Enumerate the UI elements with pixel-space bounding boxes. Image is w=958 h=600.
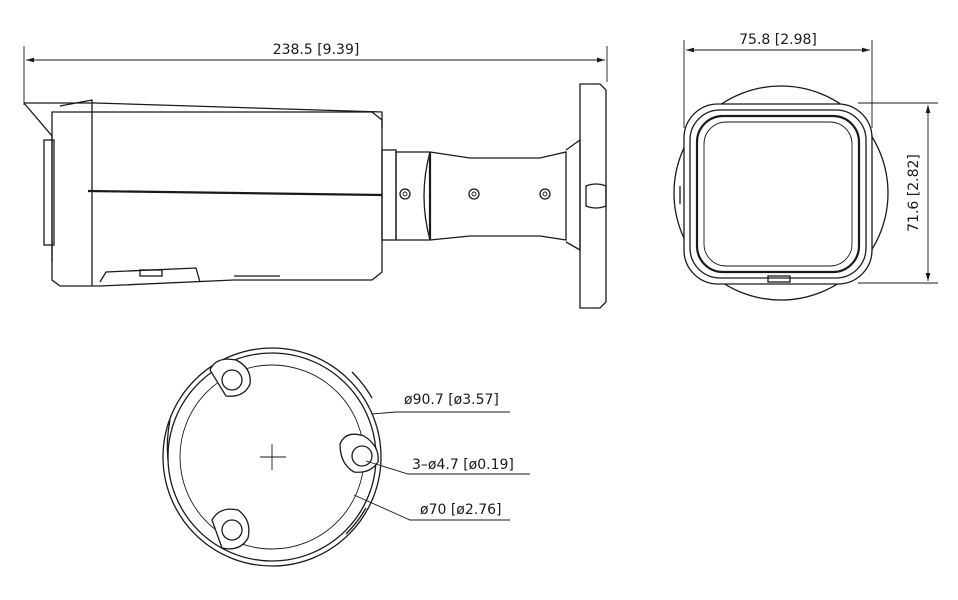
lens-front-window	[43, 139, 55, 246]
mount-lobe	[211, 508, 250, 550]
front-housing-mid	[689, 109, 867, 279]
camera-housing	[51, 111, 383, 287]
front-lens-glass	[695, 114, 861, 274]
width-label: 75.8 [2.98]	[739, 32, 817, 48]
mount-holes-label: 3–ø4.7 [ø0.19]	[412, 457, 514, 473]
screw-icon	[539, 188, 551, 200]
rim-slot	[166, 419, 171, 461]
leader-inner	[353, 494, 510, 521]
mount-plate-outline	[673, 85, 889, 301]
bottom-screw	[139, 269, 163, 277]
mount-inner-label: ø70 [ø2.76]	[420, 502, 502, 518]
mount-tab	[585, 183, 607, 209]
mount-hole-icon	[221, 369, 243, 391]
mount-hole-icon	[351, 445, 373, 467]
side-view: 238.5 [9.39]	[23, 42, 608, 309]
mount-outer-label: ø90.7 [ø3.57]	[404, 392, 499, 408]
front-lens-inner	[703, 121, 853, 267]
housing-front-edge	[59, 99, 93, 286]
sunshield-front	[23, 102, 53, 262]
front-bottom-tab	[767, 275, 791, 283]
leader-holes	[365, 460, 530, 475]
bracket-joint	[423, 151, 431, 241]
screw-icon	[468, 188, 480, 200]
mount-lobe	[339, 433, 379, 473]
height-label: 71.6 [2.82]	[906, 154, 922, 232]
sunshield-top	[24, 102, 383, 128]
rim-slot	[351, 371, 373, 399]
mount-lobe	[209, 358, 251, 397]
mount-outer-circle	[162, 347, 382, 567]
front-housing-outer	[683, 103, 873, 285]
rim-slot	[345, 507, 367, 535]
mount-base-plate	[579, 83, 607, 309]
bracket-arm	[395, 151, 567, 241]
mount-view: ø90.7 [ø3.57] 3–ø4.7 [ø0.19] ø70 [ø2.76]	[162, 347, 530, 567]
front-view: 75.8 [2.98] 71.6 [2.82]	[673, 32, 938, 301]
screw-icon	[399, 188, 411, 200]
housing-seam	[87, 189, 383, 197]
length-label: 238.5 [9.39]	[273, 42, 360, 58]
mount-transition	[565, 138, 581, 252]
mount-hole-icon	[221, 519, 243, 541]
leader-outer	[371, 411, 510, 415]
housing-neck	[381, 149, 397, 241]
